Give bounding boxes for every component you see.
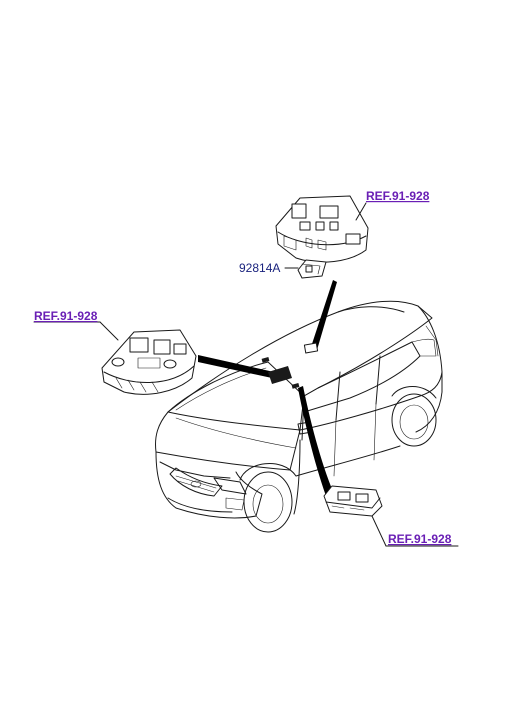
part-92814a (297, 259, 327, 279)
ref-link-top-right[interactable]: REF.91-928 (366, 189, 430, 203)
overhead-console-top (275, 195, 369, 263)
leader-wedges (198, 280, 337, 496)
ref-link-left-label[interactable]: REF.91-928 (34, 309, 98, 323)
leader-wedge-bottom (298, 386, 334, 496)
ref-link-left[interactable]: REF.91-928 (34, 309, 98, 323)
room-lamp-bottom (323, 485, 383, 517)
ref-link-bottom-right-label[interactable]: REF.91-928 (388, 532, 452, 546)
roof-parts (261, 342, 319, 389)
leader-wedge-top (310, 280, 337, 350)
vehicle-illustration (155, 300, 443, 533)
ref-link-top-right-label[interactable]: REF.91-928 (366, 189, 430, 203)
part-number-label: 92814A (239, 261, 280, 275)
overhead-console-left (101, 329, 197, 395)
ref-link-bottom-right[interactable]: REF.91-928 (388, 532, 452, 546)
leader-wedge-left (198, 355, 274, 378)
